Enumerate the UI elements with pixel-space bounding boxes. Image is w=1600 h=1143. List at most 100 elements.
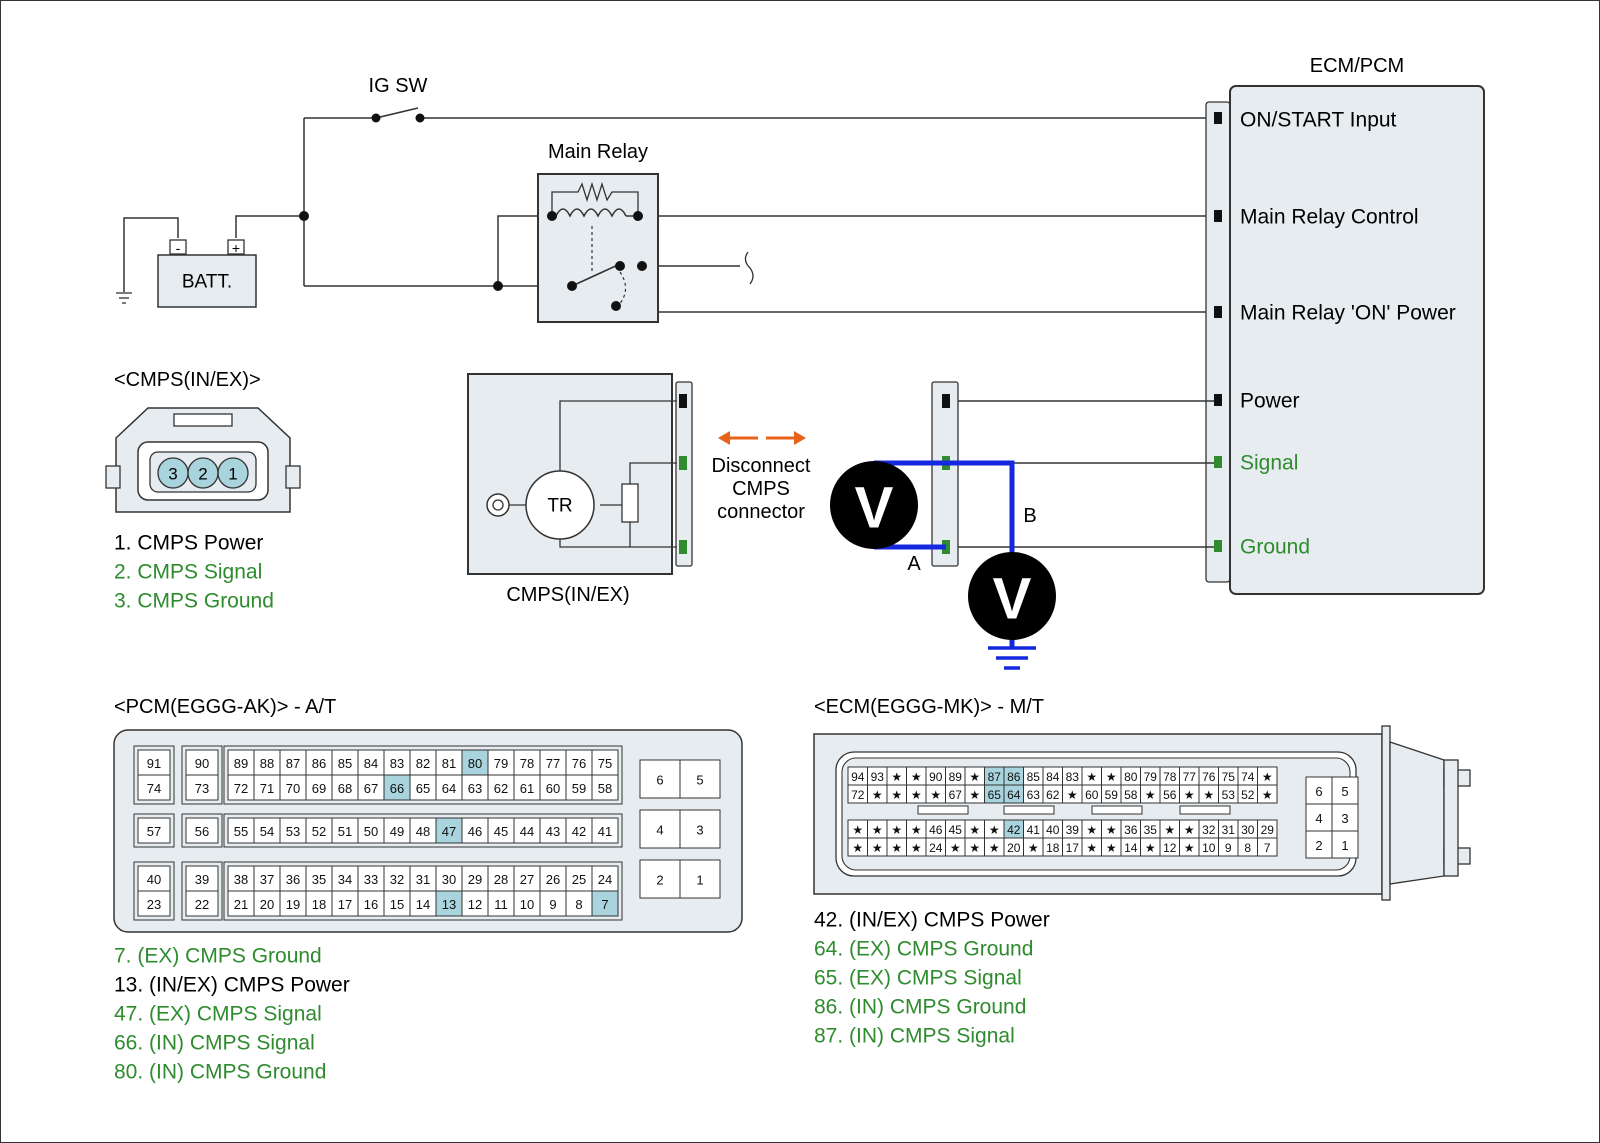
pcm-pin-label: 31 — [416, 872, 430, 887]
ecm-pin-label: 56 — [1163, 788, 1177, 802]
ecm-pin-label: 35 — [1144, 823, 1158, 837]
pcm-pin-label: 27 — [520, 872, 534, 887]
battery-positive-sign: + — [232, 240, 240, 256]
pcm-pin-label: 83 — [390, 756, 404, 771]
ecm-pin-label: 52 — [1241, 788, 1255, 802]
ecm-pin-label: ★ — [891, 788, 902, 802]
ecm-pin-label: 83 — [1066, 770, 1080, 784]
ecm-pin-label: ★ — [911, 841, 922, 855]
pcm-pin-label: 76 — [572, 756, 586, 771]
pcm-pin-label: 79 — [494, 756, 508, 771]
ecm-pin-label: ★ — [852, 841, 863, 855]
pin-relay-on-power — [1214, 306, 1222, 318]
pcm-pin-cell — [253, 817, 281, 844]
cmps-connector-header: <CMPS(IN/EX)> — [114, 369, 261, 391]
ecm-pin-label: ★ — [1106, 770, 1117, 784]
pcm-pin-label: 59 — [572, 781, 586, 796]
pcm-pin-cell — [185, 890, 219, 917]
pcm-pin-label: 13 — [442, 897, 456, 912]
pcm-pin-label: 53 — [286, 824, 300, 839]
pcm-pin-label: 65 — [416, 781, 430, 796]
pcm-pin-label: 69 — [312, 781, 326, 796]
ecm-pin-label: ★ — [1203, 788, 1214, 802]
ecm-side-pin-cell — [1331, 830, 1359, 859]
pcm-pin-row-frame — [223, 745, 623, 805]
pcm-pin-label: 15 — [390, 897, 404, 912]
ecm-pin-label: 67 — [949, 788, 963, 802]
pcm-pin-label: 49 — [390, 824, 404, 839]
cmps-legend-item: 3. CMPS Ground — [114, 590, 274, 613]
ecm-pin-label: 30 — [1241, 823, 1255, 837]
pcm-pin-cell — [305, 774, 333, 801]
pin-power — [1214, 394, 1222, 406]
meter-ground-icon — [988, 646, 1036, 670]
pcm-pin-column-frame — [181, 745, 223, 805]
relay-on-power-wire — [641, 266, 1206, 313]
pin-relay-control — [1214, 210, 1222, 222]
pcm-side-pin-cell — [679, 859, 721, 899]
pin-signal — [1214, 456, 1222, 468]
ecm-pin-label: 76 — [1202, 770, 1216, 784]
ecm-pin-label: ★ — [930, 788, 941, 802]
disconnect-label-line3: connector — [717, 501, 805, 523]
pcm-pin-cell — [305, 890, 333, 917]
pcm-pin-cell — [565, 817, 593, 844]
ecm-pin-label: 90 — [929, 770, 943, 784]
ecm-pin-label: 18 — [1046, 841, 1060, 855]
pcm-pin-label: 16 — [364, 897, 378, 912]
cmps-face-pin-label: 2 — [198, 465, 207, 484]
wire-continuation-mark — [744, 251, 754, 285]
pcm-pin-label: 82 — [416, 756, 430, 771]
battery-negative-sign: - — [176, 240, 181, 256]
pcm-pin-cell — [279, 890, 307, 917]
pcm-pin-label: 33 — [364, 872, 378, 887]
ecm-title: ECM/PCM — [1310, 55, 1404, 77]
pcm-pin-label: 38 — [234, 872, 248, 887]
pcm-pin-cell — [253, 890, 281, 917]
ecm-pin-label: 42 — [1007, 823, 1021, 837]
ecm-pin-label: ★ — [852, 823, 863, 837]
ecm-legend-item: 87. (IN) CMPS Signal — [814, 1025, 1015, 1048]
pcm-pin-cell — [435, 817, 463, 844]
pcm-pin-label: 45 — [494, 824, 508, 839]
pcm-side-pin-cell — [639, 859, 681, 899]
power-circuit — [123, 107, 1206, 313]
pcm-pin-cell — [591, 865, 619, 892]
ecm-connector-strip — [1205, 101, 1231, 583]
ig-sw-label: IG SW — [369, 75, 428, 97]
ecm-pin-label: ★ — [1145, 788, 1156, 802]
pcm-pin-cell — [331, 865, 359, 892]
pcm-pin-cell — [185, 774, 219, 801]
pcm-pin-row-frame — [223, 813, 623, 848]
ecm-pin-label: ★ — [1086, 823, 1097, 837]
ecm-pin-label: ★ — [969, 770, 980, 784]
pcm-pin-cell — [409, 774, 437, 801]
ecm-pin-label: 31 — [1222, 823, 1236, 837]
ecm-pin-label: 65 — [988, 788, 1002, 802]
pcm-pin-label: 39 — [195, 872, 209, 887]
ecm-pin-label: 80 — [1124, 770, 1138, 784]
ecm-pin-label-on-start: ON/START Input — [1240, 109, 1397, 132]
pcm-pin-label: 68 — [338, 781, 352, 796]
pcm-pin-label: 66 — [390, 781, 404, 796]
pcm-pin-cell — [591, 817, 619, 844]
ecm-pin-label: 32 — [1202, 823, 1216, 837]
pcm-pin-label: 87 — [286, 756, 300, 771]
pcm-pin-label: 81 — [442, 756, 456, 771]
pcm-pin-cell — [461, 817, 489, 844]
pcm-pin-cell — [137, 774, 171, 801]
pcm-pin-label: 85 — [338, 756, 352, 771]
ecm-latch-slot — [1003, 805, 1055, 815]
pcm-legend-item: 47. (EX) CMPS Signal — [114, 1003, 322, 1026]
pcm-pin-label: 55 — [234, 824, 248, 839]
pcm-pin-label: 61 — [520, 781, 534, 796]
pcm-side-pin-label: 5 — [696, 773, 703, 788]
pcm-pin-label: 48 — [416, 824, 430, 839]
ecm-side-pin-label: 3 — [1341, 811, 1348, 826]
pcm-pin-label: 25 — [572, 872, 586, 887]
pcm-pin-column-frame — [133, 861, 175, 921]
pcm-pin-cell — [227, 749, 255, 776]
ecm-pin-cell — [1257, 837, 1278, 857]
ecm-pin-label: ★ — [1184, 823, 1195, 837]
